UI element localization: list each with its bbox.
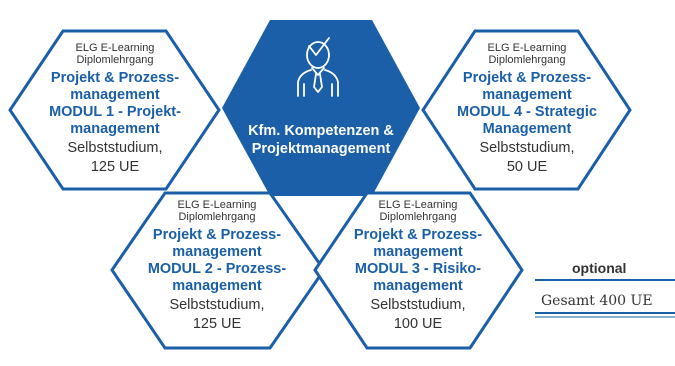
module-2-provider: ELG E-Learning — [177, 199, 257, 211]
module-1-title: Projekt & Prozess- management MODUL 1 - … — [49, 70, 181, 137]
module-1-mode: Selbststudium, — [67, 140, 163, 156]
module-4-hexagon — [421, 29, 632, 191]
module-3-content: ELG E-Learning Diplomlehrgang Projekt & … — [323, 199, 513, 333]
module-1-content: ELG E-Learning Diplomlehrgang Projekt & … — [20, 42, 210, 176]
module-2-mode: Selbststudium, — [169, 297, 265, 313]
module-4-title: Projekt & Prozess- management MODUL 4 - … — [457, 70, 597, 137]
module-1-provider-line2: Diplomlehrgang — [76, 54, 154, 66]
module-1-hexagon — [8, 29, 221, 191]
module-3-provider: ELG E-Learning — [378, 199, 458, 211]
module-4-provider: ELG E-Learning — [487, 42, 567, 54]
module-1-provider: ELG E-Learning — [75, 42, 155, 54]
module-3-hexagon — [313, 191, 524, 350]
business-person-check-icon — [297, 37, 339, 97]
module-4-content: ELG E-Learning Diplomlehrgang Projekt & … — [432, 42, 622, 176]
center-title: Kfm. Kompetenzen & Projektmanagement — [248, 123, 394, 157]
module-2-content: ELG E-Learning Diplomlehrgang Projekt & … — [122, 199, 312, 333]
optional-label: optional — [572, 260, 627, 276]
module-2-hexagon — [110, 191, 326, 350]
total-label: Gesamt 400 UE — [541, 293, 653, 309]
module-2-units: 125 UE — [192, 316, 242, 332]
module-3-provider-line2: Diplomlehrgang — [379, 211, 457, 223]
module-1-units: 125 UE — [90, 159, 140, 175]
module-4-units: 50 UE — [506, 159, 548, 175]
module-4-provider-line2: Diplomlehrgang — [488, 54, 566, 66]
module-3-mode: Selbststudium, — [370, 297, 466, 313]
module-2-provider-line2: Diplomlehrgang — [178, 211, 256, 223]
center-hexagon — [222, 20, 420, 196]
module-2-title: Projekt & Prozess- management MODUL 2 - … — [147, 227, 287, 294]
module-3-title: Projekt & Prozess- management MODUL 3 - … — [353, 227, 483, 294]
module-3-units: 100 UE — [393, 316, 443, 332]
module-4-mode: Selbststudium, — [479, 140, 575, 156]
